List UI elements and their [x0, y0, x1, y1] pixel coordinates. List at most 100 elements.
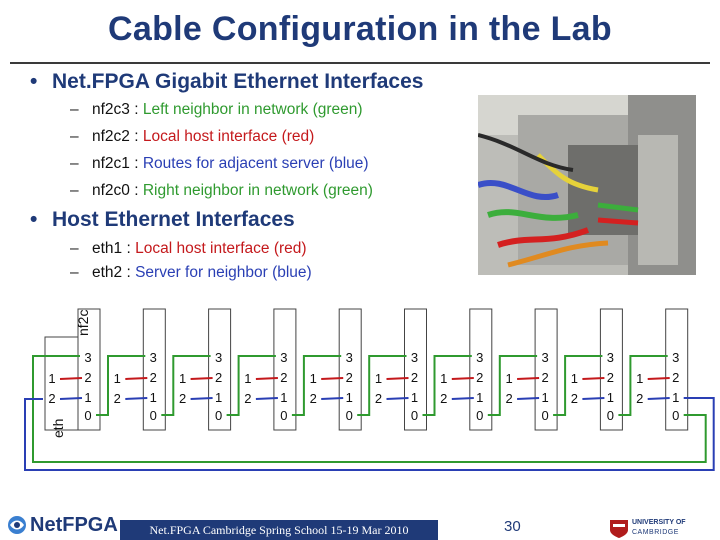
nf-port-label: 0 [672, 408, 679, 423]
nf2c-box [338, 308, 362, 431]
green-neighbor-cable [226, 355, 276, 416]
red-cable [59, 377, 83, 380]
green-neighbor-cable [618, 355, 668, 416]
eth-port-label: 2 [375, 391, 382, 406]
nf-port-label: 3 [280, 350, 287, 365]
red-cable [321, 377, 344, 380]
nf2c-box [665, 308, 689, 431]
nf2c-label: nf2c [75, 310, 91, 336]
nf2c-box [599, 308, 623, 431]
nf-port-label: 3 [150, 350, 157, 365]
nf-port-label: 0 [280, 408, 287, 423]
nf-port-label: 2 [280, 370, 287, 385]
eth-port-label: 2 [310, 391, 317, 406]
nf-port-label: 2 [672, 370, 679, 385]
nf-port-label: 3 [84, 350, 91, 365]
blue-loop-cable [24, 397, 715, 471]
eth-port-label: 2 [48, 391, 55, 406]
green-neighbor-cable [161, 355, 211, 416]
blue-cable [125, 397, 148, 400]
eth-port-label: 2 [114, 391, 121, 406]
blue-cable [386, 397, 409, 400]
eth-port-label: 1 [244, 371, 251, 386]
nf-port-label: 3 [476, 350, 483, 365]
nf-port-label: 3 [672, 350, 679, 365]
eth-port-label: 2 [636, 391, 643, 406]
cambridge-crest-icon [610, 520, 628, 538]
page-number: 30 [504, 518, 521, 535]
nf-port-label: 2 [150, 370, 157, 385]
green-neighbor-cable [96, 355, 146, 416]
nf-port-label: 0 [607, 408, 614, 423]
interface-item-nf2c1: –nf2c1 : Routes for adjacent server (blu… [70, 155, 369, 172]
eth-port-label: 1 [114, 371, 121, 386]
cambridge-logo: UNIVERSITY OF CAMBRIDGE [606, 518, 718, 540]
bullet-label: Net.FPGA Gigabit Ethernet Interfaces [52, 70, 424, 93]
nf-port-label: 1 [411, 390, 418, 405]
eth-port-label: 1 [375, 371, 382, 386]
nf2c-box [208, 308, 232, 431]
red-cable [451, 377, 474, 380]
nf-port-label: 3 [346, 350, 353, 365]
eth-port-label: 1 [571, 371, 578, 386]
eth-port-label: 1 [440, 371, 447, 386]
eth-port-label: 1 [636, 371, 643, 386]
eth-port-label: 2 [571, 391, 578, 406]
bullet-dot: • [30, 70, 38, 93]
title-rule [10, 62, 710, 64]
nf2c-box [534, 308, 558, 431]
eth-port-label: 2 [179, 391, 186, 406]
nf-port-label: 2 [346, 370, 353, 385]
blue-cable [451, 397, 474, 400]
nf-port-label: 2 [541, 370, 548, 385]
blue-cable [321, 397, 344, 400]
slide-title: Cable Configuration in the Lab [108, 10, 612, 48]
green-neighbor-cable [487, 355, 538, 416]
logo-text: NetFPGA [30, 513, 118, 536]
nf-port-label: 1 [150, 390, 157, 405]
green-neighbor-cable [422, 355, 472, 416]
red-cable [517, 377, 540, 380]
nf2c-box [273, 308, 297, 431]
interface-item-eth2: –eth2 : Server for neighbor (blue) [70, 264, 312, 281]
eth-port-label: 1 [179, 371, 186, 386]
nf-port-label: 1 [476, 390, 483, 405]
nf2c-box [77, 308, 101, 431]
green-neighbor-cable [291, 355, 342, 416]
nf-port-label: 1 [607, 390, 614, 405]
nf-port-label: 1 [672, 390, 679, 405]
nf-port-label: 0 [346, 408, 353, 423]
eth-port-label: 1 [310, 371, 317, 386]
nf-port-label: 0 [541, 408, 548, 423]
green-neighbor-cable [357, 355, 407, 416]
green-ring-cable [32, 355, 707, 463]
footer-event: Net.FPGA Cambridge Spring School 15-19 M… [120, 520, 438, 540]
nf-port-label: 2 [411, 370, 418, 385]
nf-port-label: 2 [607, 370, 614, 385]
red-cable [125, 377, 148, 380]
nf2c-box [404, 308, 427, 431]
nf-port-label: 0 [215, 408, 222, 423]
server-cables-photo [478, 95, 696, 275]
nf-port-label: 1 [541, 390, 548, 405]
blue-cable [517, 397, 540, 400]
red-cable [190, 377, 213, 380]
bullet-label: Host Ethernet Interfaces [52, 208, 295, 231]
university-line2: CAMBRIDGE [632, 529, 679, 536]
bullet-netfpga-interfaces: • Net.FPGA Gigabit Ethernet Interfaces [30, 70, 423, 94]
netfpga-logo-icon [8, 516, 26, 534]
interface-item-nf2c3: –nf2c3 : Left neighbor in network (green… [70, 101, 363, 118]
red-cable [255, 377, 278, 380]
nf-port-label: 3 [215, 350, 222, 365]
nf-port-label: 3 [541, 350, 548, 365]
eth-port-label: 2 [244, 391, 251, 406]
eth-port-label: 2 [505, 391, 512, 406]
blue-cable [647, 397, 670, 400]
interface-item-nf2c2: –nf2c2 : Local host interface (red) [70, 128, 315, 145]
interface-item-nf2c0: –nf2c0 : Right neighbor in network (gree… [70, 182, 373, 199]
nf-port-label: 2 [215, 370, 222, 385]
green-neighbor-cable [553, 355, 603, 416]
university-line1: UNIVERSITY OF [632, 519, 686, 526]
red-cable [582, 377, 605, 380]
